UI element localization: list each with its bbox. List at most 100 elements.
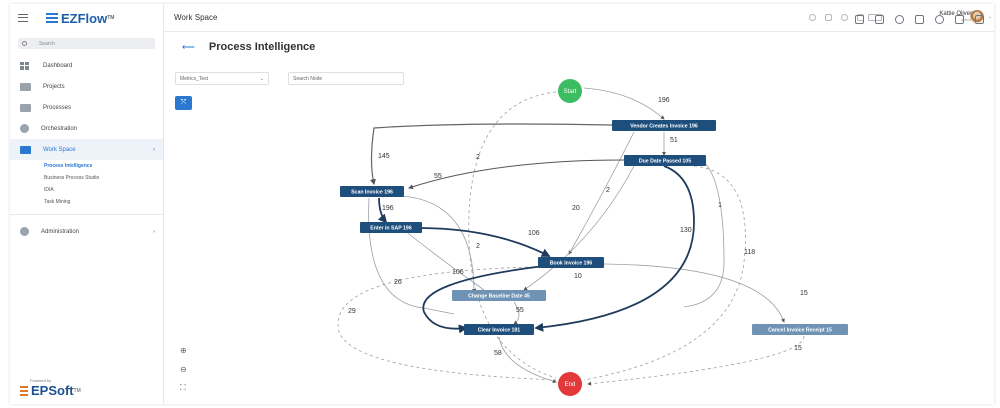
node-due-date-passed[interactable]: Due Date Passed 105 (624, 155, 706, 166)
chevron-right-icon: › (153, 146, 155, 153)
brand-text: EPSoft (31, 383, 74, 398)
edge-label: 20 (572, 205, 580, 212)
fit-screen-icon[interactable]: ⛶ (180, 383, 186, 392)
search-icon[interactable] (809, 14, 816, 21)
top-header: Work Space (164, 4, 994, 32)
speed-icon[interactable] (895, 15, 904, 24)
list-icon[interactable] (975, 15, 984, 24)
user-name: Kattie Oliver (939, 11, 972, 17)
epsoft-logo: EPSoft TM (20, 383, 81, 398)
edge-scan-change (401, 195, 476, 293)
sidebar: EZFlow TM Search Dashboard Projects Proc… (10, 4, 164, 404)
edge-label: 2 (476, 243, 480, 250)
edge-label: 145 (378, 153, 390, 160)
zoom-icon[interactable] (841, 14, 848, 21)
chevron-down-icon[interactable]: ⌄ (987, 14, 992, 20)
sidebar-item-label: Dashboard (43, 62, 73, 69)
sidebar-sub-task-mining[interactable]: Task Mining (44, 199, 71, 205)
node-change-baseline-date[interactable]: Change Baseline Date 45 (452, 290, 546, 301)
edge-label: 10 (574, 273, 582, 280)
edge-start-vendor (583, 87, 665, 120)
avatar[interactable] (970, 10, 984, 24)
edge-vendor-book (568, 131, 635, 255)
sidebar-item-projects[interactable]: Projects (10, 76, 163, 97)
sidebar-item-processes[interactable]: Processes (10, 97, 163, 118)
edge-label: 196 (382, 205, 394, 212)
edge-label: 196 (658, 97, 670, 104)
node-clear-invoice[interactable]: Clear Invoice 181 (464, 324, 534, 335)
brand-tm: TM (73, 387, 81, 394)
edge-label: 118 (744, 249, 755, 256)
edge-cancel-end (587, 335, 805, 386)
download-icon[interactable] (855, 15, 864, 24)
edge-label: 29 (348, 308, 356, 315)
node-label: Scan Invoice 196 (351, 190, 393, 196)
node-book-invoice[interactable]: Book Invoice 196 (538, 257, 604, 268)
sidebar-search[interactable]: Search (18, 38, 155, 49)
edge-change-clear (513, 301, 520, 325)
administration-icon (20, 227, 29, 236)
grid-icon[interactable] (955, 15, 964, 24)
sidebar-sub-idia[interactable]: IDIA (44, 187, 54, 193)
clock-icon[interactable] (935, 15, 944, 24)
edge-label: 58 (494, 350, 502, 357)
metrics-select-value: Metrics_Test (180, 75, 209, 82)
node-label: Change Baseline Date 45 (468, 294, 530, 300)
sidebar-item-orchestration[interactable]: Orchestration (10, 118, 163, 139)
toolbar-icons (855, 15, 984, 24)
edge-label: 1 (718, 202, 722, 209)
node-scan-invoice[interactable]: Scan Invoice 196 (340, 186, 404, 197)
back-arrow-icon[interactable]: ⟵ (182, 41, 195, 52)
node-label: Enter in SAP 196 (370, 226, 412, 232)
powered-by: Powered by EPSoft TM (20, 378, 81, 398)
play-icon[interactable] (875, 15, 884, 24)
search-node-placeholder: Search Node (293, 75, 323, 82)
edge-label: 15 (794, 345, 802, 352)
edge-label: 15 (800, 290, 808, 297)
edge-label: 130 (680, 227, 692, 234)
node-label: Book Invoice 196 (550, 261, 592, 267)
bar-chart-icon[interactable] (915, 15, 924, 24)
edge-right-dashed (583, 165, 746, 381)
workspace-icon (20, 145, 31, 154)
process-graph[interactable]: Start End Vendor Creates Invoice 196 Due… (164, 62, 994, 404)
node-cancel-invoice-receipt[interactable]: Cancel Invoice Receipt 15 (752, 324, 848, 335)
edge-due-clear (534, 165, 695, 332)
sidebar-sub-process-intelligence[interactable]: Process Intelligence (44, 163, 93, 169)
end-label: End (565, 382, 576, 388)
zoom-in-icon[interactable]: ⊕ (180, 346, 187, 355)
sidebar-top: EZFlow TM (10, 4, 163, 32)
edge-label: 106 (452, 269, 464, 276)
start-node[interactable]: Start (558, 79, 582, 103)
sidebar-sub-business-process-studio[interactable]: Business Process Studio (44, 175, 100, 181)
node-enter-in-sap[interactable]: Enter in SAP 196 (360, 222, 422, 233)
start-label: Start (564, 89, 577, 95)
node-label: Cancel Invoice Receipt 15 (768, 328, 832, 334)
graph-mode-button[interactable]: ⤧ (175, 96, 192, 110)
user-role: admin (961, 17, 972, 22)
edge-enter-book (418, 227, 551, 257)
metrics-select[interactable]: Metrics_Test ⌄ (175, 72, 269, 85)
search-placeholder: Search (39, 40, 55, 47)
powered-by-text: Powered by (30, 378, 52, 383)
calendar-icon[interactable] (825, 14, 832, 21)
edge-label: 2 (476, 154, 480, 161)
search-node-input[interactable]: Search Node (288, 72, 404, 85)
end-node[interactable]: End (558, 372, 582, 396)
chevron-right-icon: › (153, 228, 155, 235)
sidebar-item-administration[interactable]: Administration › (10, 221, 163, 242)
epsoft-logo-icon (20, 385, 28, 396)
node-label: Clear Invoice 181 (478, 328, 521, 334)
sidebar-item-workspace[interactable]: Work Space › (10, 139, 163, 160)
user-info[interactable]: Kattie Oliver admin (939, 11, 972, 22)
menu-icon[interactable] (18, 14, 28, 22)
edge-left-dashed (337, 266, 557, 381)
node-vendor-creates-invoice[interactable]: Vendor Creates Invoice 196 (612, 120, 716, 131)
edge-labels: 196 51 145 55 2 196 20 2 106 2 130 1 118… (348, 97, 808, 357)
node-label: Due Date Passed 105 (639, 159, 691, 165)
edge-label: 26 (394, 279, 402, 286)
sidebar-item-dashboard[interactable]: Dashboard (10, 55, 163, 76)
zoom-out-icon[interactable]: ⊖ (180, 365, 187, 374)
orchestration-icon (20, 124, 29, 133)
page-title: Process Intelligence (208, 41, 316, 53)
